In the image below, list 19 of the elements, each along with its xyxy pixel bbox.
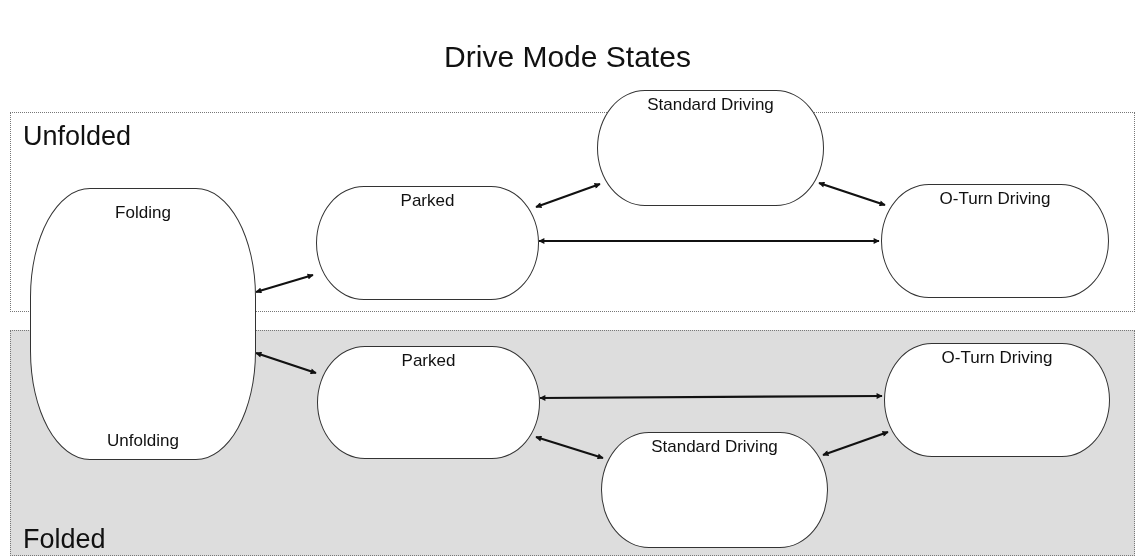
double-arrow (539, 393, 883, 401)
region-label: Unfolded (23, 121, 132, 152)
state-label: O-Turn Driving (939, 189, 1051, 209)
state-label: O-Turn Driving (941, 348, 1053, 368)
region-label: Folded (23, 524, 106, 555)
state-label: Parked (400, 191, 455, 211)
double-arrow (255, 273, 314, 294)
diagram-title: Drive Mode States (443, 40, 692, 74)
double-arrow (822, 430, 889, 457)
double-arrow (818, 181, 886, 207)
double-arrow (538, 238, 880, 244)
state-label: Folding (115, 203, 171, 223)
double-arrow (535, 435, 604, 460)
state-label: Unfolding (107, 431, 179, 451)
double-arrow (255, 351, 317, 375)
state-label: Standard Driving (651, 437, 778, 457)
double-arrow (535, 182, 601, 209)
state-label: Parked (401, 351, 456, 371)
state-label: Standard Driving (647, 95, 774, 115)
